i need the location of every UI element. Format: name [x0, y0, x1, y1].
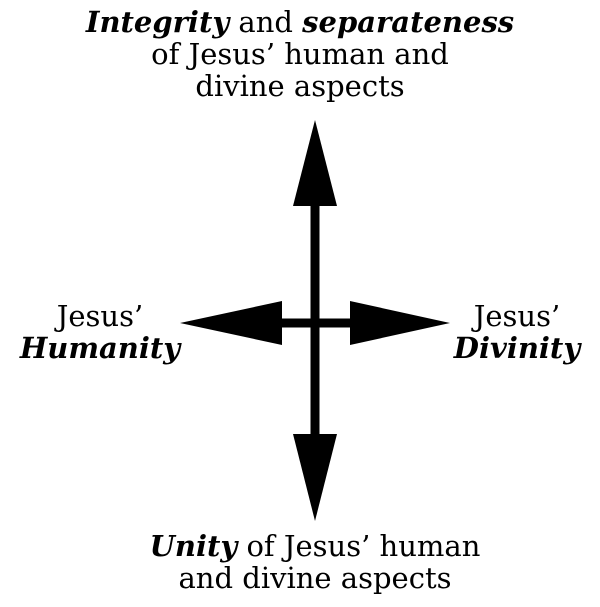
bottom-line-1-rest: of Jesus’ human — [237, 529, 481, 563]
top-emphasis-separateness: separateness — [302, 5, 515, 39]
arrow-left-head — [180, 301, 282, 345]
bottom-line-1: Unity of Jesus’ human — [0, 530, 600, 562]
right-line-1: Jesus’ — [473, 299, 561, 333]
top-emphasis-integrity: Integrity — [85, 5, 230, 39]
label-divinity: Jesus’ Divinity — [434, 300, 600, 364]
arrow-right-head — [350, 301, 450, 345]
left-line-1: Jesus’ — [56, 299, 144, 333]
label-integrity-separateness: Integrity and separateness of Jesus’ hum… — [0, 6, 600, 102]
top-line-3: divine aspects — [195, 69, 405, 103]
bottom-emphasis-unity: Unity — [149, 529, 238, 563]
top-line-1: Integrity and separateness — [0, 6, 600, 38]
bottom-line-2: and divine aspects — [178, 561, 452, 595]
right-emphasis-divinity: Divinity — [453, 331, 581, 365]
top-connector: and — [229, 5, 303, 39]
left-emphasis-humanity: Humanity — [19, 331, 181, 365]
label-humanity: Jesus’ Humanity — [0, 300, 200, 364]
arrow-up-head — [293, 120, 337, 206]
arrow-down-head — [293, 434, 337, 521]
label-unity: Unity of Jesus’ human and divine aspects — [0, 530, 600, 594]
top-line-2: of Jesus’ human and — [151, 37, 449, 71]
